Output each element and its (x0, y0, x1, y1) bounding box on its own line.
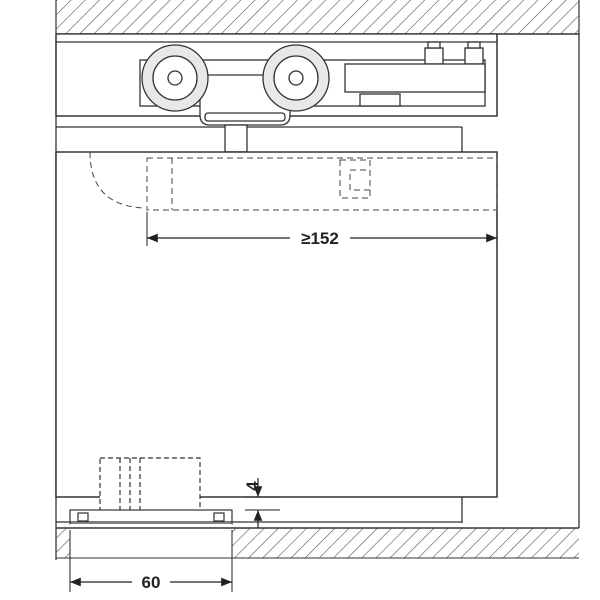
hidden-lines (89, 151, 498, 211)
dimension-gap: 4 (243, 478, 280, 528)
dimension-guide-width-label: 60 (142, 573, 161, 592)
dimension-guide-width: 60 (69, 530, 233, 592)
floor-guide (69, 457, 233, 525)
floor-hatch (56, 521, 579, 559)
dimension-gap-label: 4 (243, 481, 262, 491)
roller-carriage (139, 41, 486, 153)
ceiling-hatch (55, 0, 580, 35)
dimension-overlap: ≥152 (146, 212, 498, 248)
dimension-overlap-label: ≥152 (301, 229, 339, 248)
